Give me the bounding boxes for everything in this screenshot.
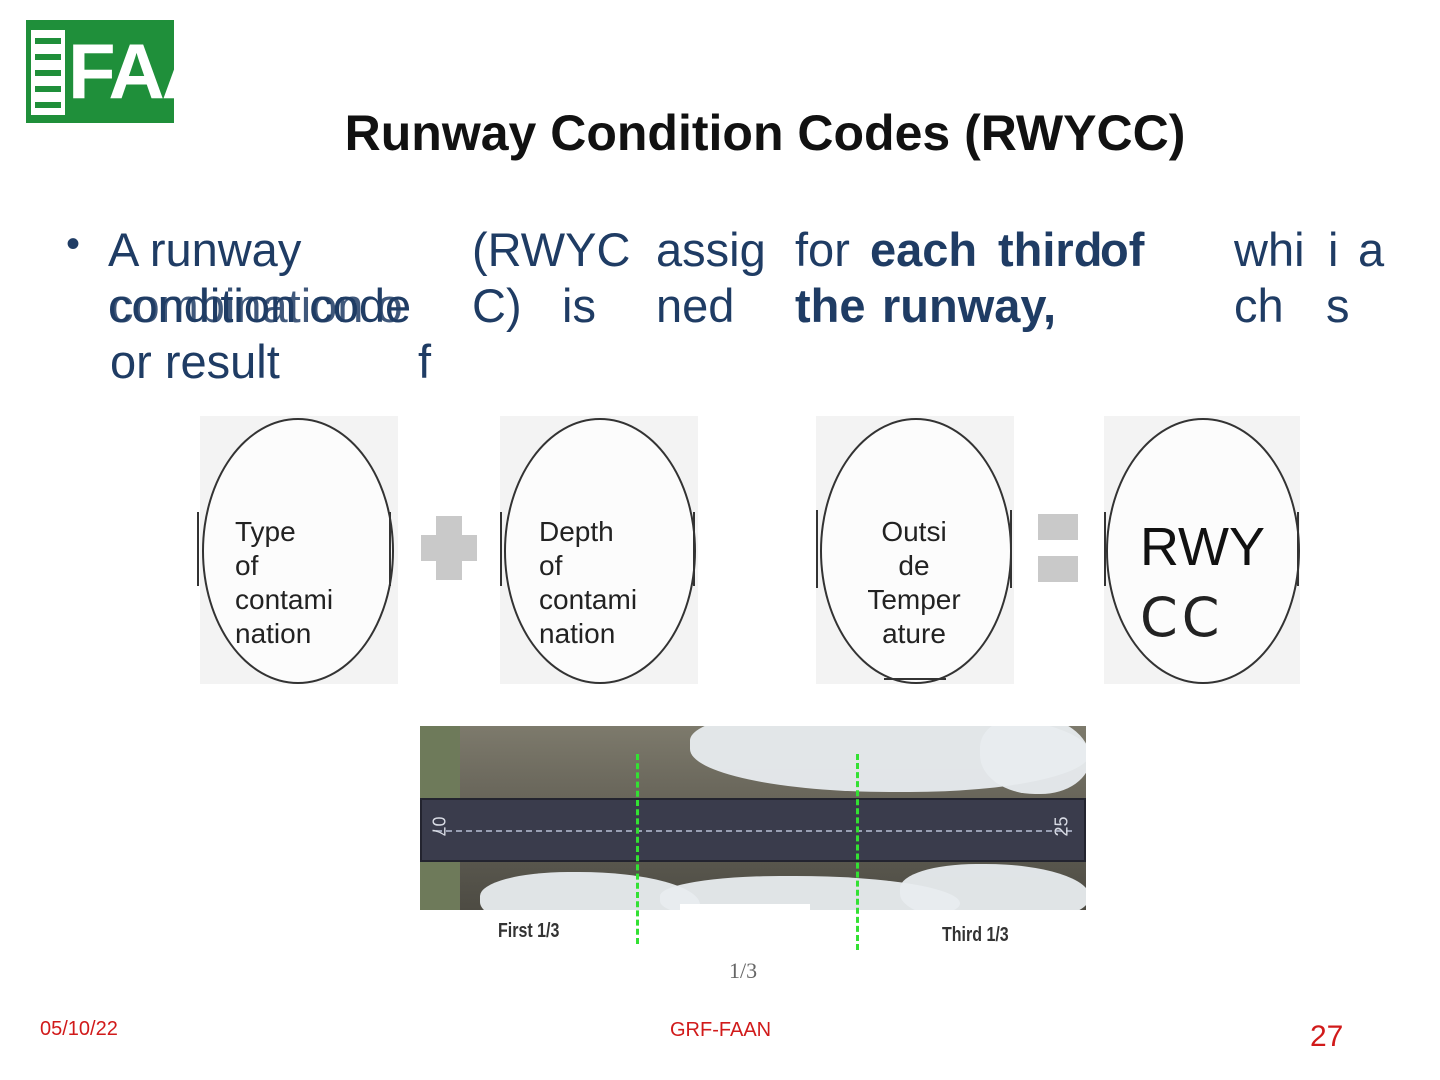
fraction-note: 1/3 xyxy=(729,958,758,983)
bullet-word: whi xyxy=(1234,223,1305,276)
factor-depth-oval xyxy=(504,418,696,684)
equals-icon xyxy=(1038,514,1078,540)
result-label-line2: CC xyxy=(1140,586,1224,649)
bullet-word-overlap: combination o xyxy=(110,279,403,332)
bullet-word: is xyxy=(562,279,596,332)
snow-area xyxy=(900,864,1086,910)
oval-side-bar xyxy=(1010,510,1012,588)
runway-right-number: 25 xyxy=(1051,816,1072,837)
factor-type-label: Type of contami nation xyxy=(235,516,334,649)
footer-date: 05/10/22 xyxy=(40,1018,118,1040)
equals-icon-bar xyxy=(1038,556,1078,582)
oval-side-bar xyxy=(389,512,391,586)
bullet-dot-icon: • xyxy=(66,222,81,266)
runway-left-number: 07 xyxy=(428,816,449,837)
bullet-word: or result xyxy=(110,335,280,388)
oval-side-bar xyxy=(1104,512,1106,586)
footer-center: GRF-FAAN xyxy=(670,1019,772,1041)
image-gap xyxy=(680,904,810,914)
bullet-word: condition code xyxy=(108,279,412,332)
factor-depth-label: Depth of contami nation xyxy=(539,516,638,649)
oval-base-line xyxy=(884,678,946,680)
result-oval xyxy=(1106,418,1300,684)
plus-icon-bar xyxy=(421,535,477,561)
bullet-word: for xyxy=(795,223,850,276)
bullet-word: f xyxy=(418,335,432,388)
factor-type-oval xyxy=(202,418,394,684)
bullet-word: each xyxy=(870,223,978,276)
bullet-word: a xyxy=(1358,223,1385,276)
runway-centerline xyxy=(436,830,1072,832)
third-divider-line xyxy=(636,754,639,944)
oval-side-bar xyxy=(816,510,818,588)
bullet-word: s xyxy=(1326,279,1350,332)
runway-logo-icon xyxy=(31,30,65,115)
bullet-word: of xyxy=(1100,223,1145,276)
first-third-label: First 1/3 xyxy=(498,920,560,942)
page-number: 27 xyxy=(1310,1020,1344,1053)
bullet-word: (RWYC xyxy=(472,223,631,276)
bullet-word: i xyxy=(1328,223,1339,276)
bullet-word: third xyxy=(998,223,1103,276)
snow-area xyxy=(980,726,1086,794)
bullet-word: runway, xyxy=(882,279,1057,332)
faan-logo: FAAN xyxy=(26,20,271,123)
bullet-word: C) xyxy=(472,279,522,332)
bullet-word: ch xyxy=(1234,279,1284,332)
oval-side-bar xyxy=(197,512,199,586)
factor-temp-oval xyxy=(820,418,1012,684)
bullet-word: ned xyxy=(656,279,735,332)
result-label-line1: RWY xyxy=(1140,517,1266,577)
logo-text: FAAN xyxy=(68,27,271,115)
oval-side-bar xyxy=(1297,512,1299,586)
third-third-label: Third 1/3 xyxy=(942,924,1009,946)
factor-temp-label: Outsi de Temper ature xyxy=(867,516,961,649)
oval-side-bar xyxy=(500,512,502,586)
bullet-word: the xyxy=(795,279,866,332)
runway-strip: 07 25 xyxy=(420,798,1086,862)
bullet-word: A runway xyxy=(108,223,302,276)
slide-title: Runway Condition Codes (RWYCC) xyxy=(344,105,1186,161)
third-divider-line xyxy=(856,754,859,950)
oval-side-bar xyxy=(693,512,695,586)
runway-aerial-image: 07 25 xyxy=(420,726,1086,910)
bullet-word: assig xyxy=(656,223,766,276)
